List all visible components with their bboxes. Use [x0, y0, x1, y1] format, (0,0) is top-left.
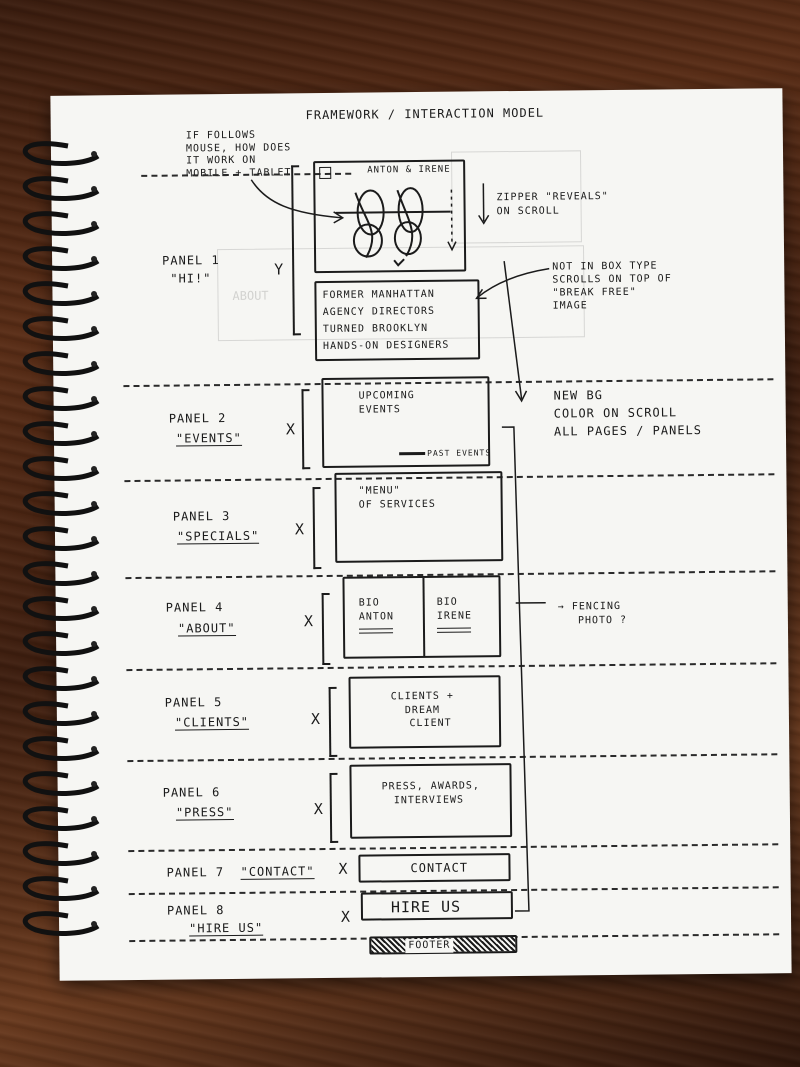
spiral-binding [22, 141, 100, 936]
punch-hole [91, 361, 97, 367]
spiral-coil [22, 526, 100, 551]
punch-hole [91, 606, 97, 612]
spiral-coil [22, 386, 100, 411]
punch-hole [91, 641, 97, 647]
punch-hole [91, 886, 97, 892]
punch-hole [91, 501, 97, 507]
punch-hole [91, 431, 97, 437]
spiral-coil [22, 771, 100, 796]
spiral-coil [22, 666, 100, 691]
punch-hole [91, 396, 97, 402]
spiral-coil [22, 806, 100, 831]
spiral-coil [22, 631, 100, 656]
spiral-coil [22, 176, 100, 201]
punch-hole [91, 221, 97, 227]
spiral-coil [22, 596, 100, 621]
punch-hole [91, 571, 97, 577]
punch-hole [91, 291, 97, 297]
anton-irene-monogram [335, 187, 457, 267]
spiral-coil [22, 911, 100, 936]
spiral-coil [22, 246, 100, 271]
punch-hole [91, 746, 97, 752]
punch-hole [91, 781, 97, 787]
spiral-coil [22, 351, 100, 376]
spiral-coil [22, 876, 100, 901]
spiral-coil [22, 491, 100, 516]
spiral-coil [22, 281, 100, 306]
notebook-page: ABOUT FRAMEWORK / INTERACTION MODEL IF F… [50, 88, 792, 981]
spiral-coil [22, 561, 100, 586]
spiral-coil [22, 421, 100, 446]
punch-hole [91, 851, 97, 857]
punch-hole [91, 816, 97, 822]
spiral-coil [22, 456, 100, 481]
spiral-coil [22, 316, 100, 341]
spiral-coil [22, 211, 100, 236]
spiral-coil [22, 841, 100, 866]
punch-hole [91, 921, 97, 927]
punch-hole [91, 151, 97, 157]
punch-hole [91, 466, 97, 472]
punch-hole [91, 536, 97, 542]
punch-hole [91, 711, 97, 717]
punch-hole [91, 186, 97, 192]
spiral-coil [22, 701, 100, 726]
punch-hole [91, 326, 97, 332]
sketch-arrows [250, 179, 550, 912]
hero-box: ANTON & IRENE [313, 159, 467, 274]
spiral-coil [22, 141, 100, 166]
punch-hole [91, 676, 97, 682]
spiral-coil [22, 736, 100, 761]
punch-hole [91, 256, 97, 262]
